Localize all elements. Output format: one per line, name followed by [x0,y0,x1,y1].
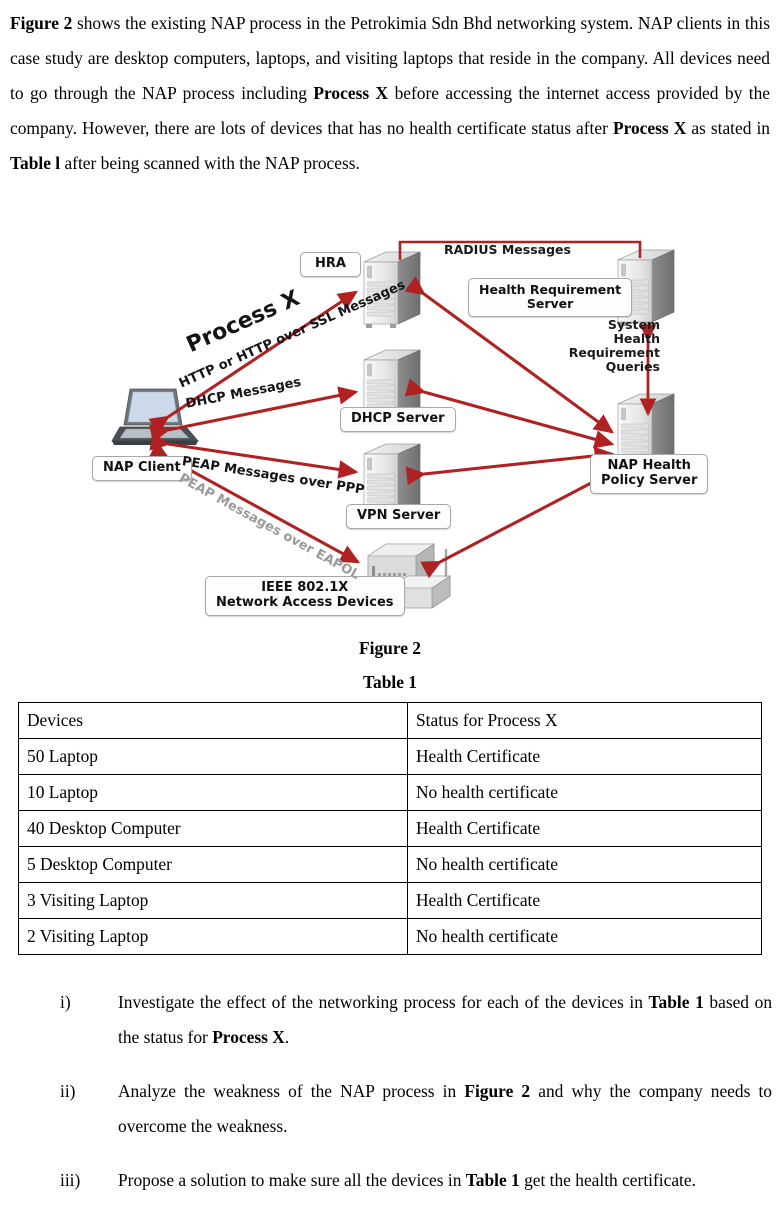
table-row: 10 Laptop No health certificate [18,774,762,811]
nhps-line-1: NAP Health [607,458,691,473]
table-cell-status: Health Certificate [407,882,762,919]
shrq-line-4: Queries [605,359,660,374]
question-list: i) Investigate the effect of the network… [60,985,772,1217]
table-cell-status: Health Certificate [407,738,762,775]
label-vpn-server: VPN Server [346,504,452,529]
table-row: 2 Visiting Laptop No health certificate [18,918,762,955]
question-text: Investigate the effect of the networking… [118,992,773,1047]
question-text: Propose a solution to make sure all the … [118,1170,696,1190]
table-row: 5 Desktop Computer No health certificate [18,846,762,883]
intro-paragraph: Figure 2 shows the existing NAP process … [10,13,771,173]
label-network-access-devices: IEEE 802.1X Network Access Devices [205,576,405,616]
table-row: 50 Laptop Health Certificate [18,738,762,775]
table-cell-device: 2 Visiting Laptop [18,918,408,955]
question-marker: iii) [60,1170,81,1190]
table-body: Devices Status for Process X 50 Laptop H… [18,702,762,955]
nhps-line-2: Policy Server [601,472,698,488]
table-cell-device: 3 Visiting Laptop [18,882,408,919]
nap-process-diagram: HRA DHCP Server VPN Server NAP Client IE… [0,232,780,632]
question-text: Analyze the weakness of the NAP process … [118,1081,772,1136]
table-caption: Table 1 [363,672,417,692]
table-cell-device: 10 Laptop [18,774,408,811]
label-radius-messages: RADIUS Messages [444,242,571,257]
table-cell-status: No health certificate [407,918,762,955]
table-header-devices: Devices [18,702,408,739]
label-dhcp-server: DHCP Server [340,407,456,432]
question-item-ii: ii) Analyze the weakness of the NAP proc… [60,1074,772,1144]
shrq-line-1: System [607,317,660,332]
hrs-line-1: Health Requirement [479,282,622,297]
diagram-canvas [111,240,675,610]
figure-caption: Figure 2 [359,638,421,658]
shrq-line-3: Requirement [568,345,660,360]
label-health-requirement-server: Health Requirement Server [468,278,633,317]
devices-status-table: Devices Status for Process X 50 Laptop H… [18,702,762,955]
question-marker: i) [60,992,71,1012]
table-cell-status: No health certificate [407,774,762,811]
table-cell-status: No health certificate [407,846,762,883]
question-item-i: i) Investigate the effect of the network… [60,985,772,1055]
label-nap-health-policy-server: NAP Health Policy Server [590,454,709,494]
diagram-arrows [148,240,657,579]
nad-line-2: Network Access Devices [216,594,394,610]
label-nap-client: NAP Client [92,456,192,481]
table-header-status: Status for Process X [407,702,762,739]
table-cell-device: 40 Desktop Computer [18,810,408,847]
table-cell-device: 5 Desktop Computer [18,846,408,883]
question-marker: ii) [60,1081,76,1101]
hrs-line-2: Server [526,296,574,312]
table-cell-device: 50 Laptop [18,738,408,775]
question-item-iii: iii) Propose a solution to make sure all… [60,1163,772,1198]
table-row: 3 Visiting Laptop Health Certificate [18,882,762,919]
shrq-line-2: Health [613,331,660,346]
table-row: 40 Desktop Computer Health Certificate [18,810,762,847]
table-cell-status: Health Certificate [407,810,762,847]
label-hra: HRA [300,252,361,277]
table-header-row: Devices Status for Process X [18,702,762,739]
label-system-health-requirement-queries: System Health Requirement Queries [564,318,660,374]
nad-line-1: IEEE 802.1X [261,580,349,595]
